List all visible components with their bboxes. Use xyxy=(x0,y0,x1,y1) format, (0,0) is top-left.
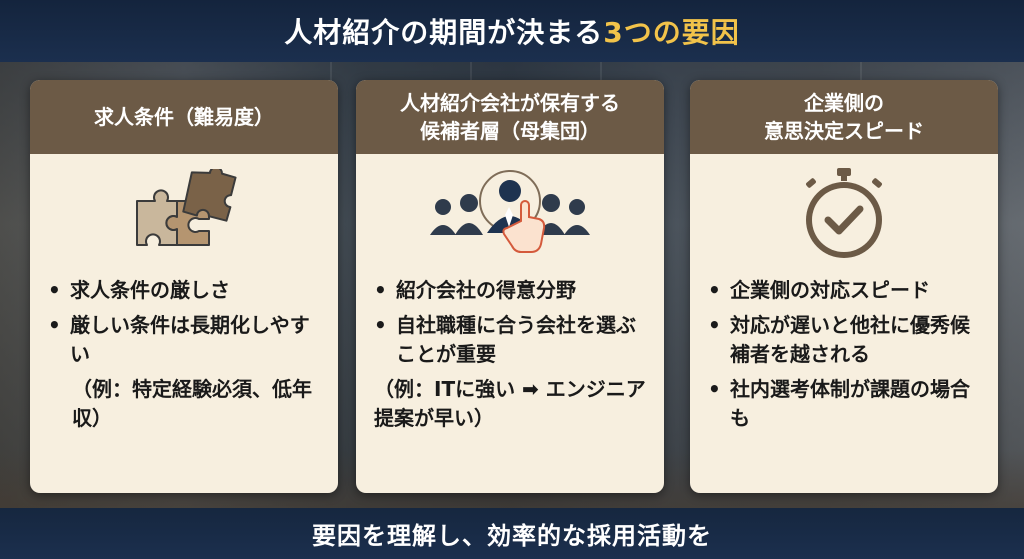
bullet-item: •求人条件の厳しさ xyxy=(48,278,230,302)
card-header: 企業側の 意思決定スピード xyxy=(690,80,998,154)
card-candidate-pool: 人材紹介会社が保有する 候補者層（母集団） •紹介会社の得意分野 xyxy=(356,80,664,493)
card-heading-line: 求人条件（難易度） xyxy=(94,105,274,129)
footer-message: 要因を理解し、効率的な採用活動を xyxy=(312,522,712,550)
factor-cards: 求人条件（難易度） •求人条件の厳しさ •厳しい条件は長期化しやすい （例：特定… xyxy=(0,80,1024,495)
bullet-item: •厳しい条件は長期化しやすい xyxy=(48,313,310,366)
title-bar: 人材紹介の期間が決まる3つの要因 xyxy=(0,0,1024,62)
card-header: 求人条件（難易度） xyxy=(30,80,338,154)
card-heading-line: 人材紹介会社が保有する xyxy=(400,91,620,115)
candidate-pool-icon xyxy=(356,154,664,274)
card-example-note: （例：ITに強い ➡ エンジニア提案が早い） xyxy=(374,377,646,430)
bullet-item: •紹介会社の得意分野 xyxy=(374,278,576,302)
card-heading-line: 企業側の xyxy=(804,91,884,115)
footer-bar: 要因を理解し、効率的な採用活動を xyxy=(0,508,1024,559)
bullet-item: •企業側の対応スピード xyxy=(708,278,930,302)
bullet-item: •自社職種に合う会社を選ぶことが重要 xyxy=(374,313,636,366)
card-example-note: （例：特定経験必須、低年収） xyxy=(72,377,312,430)
page-title: 人材紹介の期間が決まる3つの要因 xyxy=(284,11,740,51)
stopwatch-icon xyxy=(690,154,998,274)
card-decision-speed: 企業側の 意思決定スピード •企業側の対応スピード •対応が遅いと他社に優秀候補… xyxy=(690,80,998,493)
card-requirements: 求人条件（難易度） •求人条件の厳しさ •厳しい条件は長期化しやすい （例：特定… xyxy=(30,80,338,493)
card-header: 人材紹介会社が保有する 候補者層（母集団） xyxy=(356,80,664,154)
puzzle-icon xyxy=(30,154,338,274)
card-heading-line: 候補者層（母集団） xyxy=(420,119,600,143)
title-accent: 3つの要因 xyxy=(603,16,740,49)
bullet-item: •社内選考体制が課題の場合も xyxy=(708,377,970,430)
card-heading-line: 意思決定スピード xyxy=(764,119,924,143)
bullet-item: •対応が遅いと他社に優秀候補者を越される xyxy=(708,313,970,366)
title-main: 人材紹介の期間が決まる xyxy=(284,16,604,49)
